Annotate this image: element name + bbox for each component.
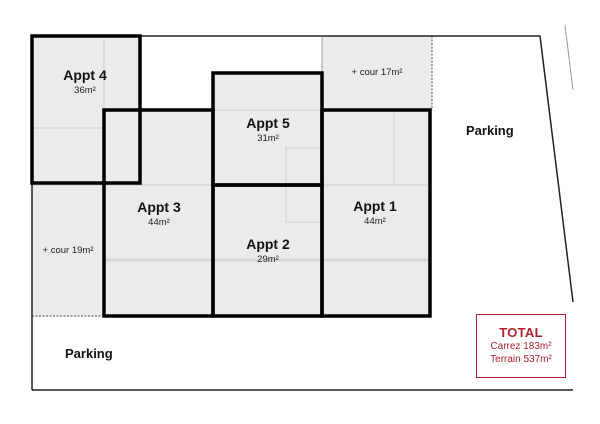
neighbor-boundary-line bbox=[564, 24, 574, 91]
lot-boundary bbox=[31, 35, 574, 391]
appt-5-label: Appt 5 31m² bbox=[246, 115, 290, 144]
appt-1-walls bbox=[320, 108, 432, 318]
appt-1-label: Appt 1 44m² bbox=[353, 198, 397, 227]
courtyard-17-area bbox=[322, 36, 432, 110]
appt-3-area bbox=[104, 110, 213, 316]
parking-label-right: Parking bbox=[466, 123, 514, 138]
interior-grid-lines bbox=[32, 36, 430, 262]
appt-1-name: Appt 1 bbox=[353, 198, 397, 214]
courtyard-17-label: + cour 17m² bbox=[351, 67, 403, 78]
apartment-walls bbox=[30, 34, 432, 318]
appt-4-name: Appt 4 bbox=[63, 67, 107, 83]
total-title: TOTAL bbox=[499, 325, 543, 340]
appt-4-area-value: 36m² bbox=[74, 85, 96, 96]
appt-2-area bbox=[213, 185, 322, 316]
total-summary-box: TOTAL Carrez 183m² Terrain 537m² bbox=[476, 314, 566, 378]
appt-2-name: Appt 2 bbox=[246, 236, 290, 252]
appt-5-name: Appt 5 bbox=[246, 115, 290, 131]
appt-3-name: Appt 3 bbox=[137, 199, 181, 215]
appt-3-area-value: 44m² bbox=[148, 217, 170, 228]
appt-1-area bbox=[322, 110, 430, 316]
courtyard-19-label: + cour 19m² bbox=[42, 245, 94, 256]
appt-2-label: Appt 2 29m² bbox=[246, 236, 290, 265]
appt-5-area-value: 31m² bbox=[257, 133, 279, 144]
appt-1-area-value: 44m² bbox=[364, 216, 386, 227]
total-terrain: Terrain 537m² bbox=[490, 354, 552, 365]
parking-label-bottom: Parking bbox=[65, 346, 113, 361]
appt-3-label: Appt 3 44m² bbox=[137, 199, 181, 228]
appt-4-label: Appt 4 36m² bbox=[63, 67, 107, 96]
total-carrez: Carrez 183m² bbox=[490, 341, 552, 352]
courtyard-19-area bbox=[32, 183, 104, 316]
appt-5-area bbox=[213, 73, 322, 185]
appt-2-area-value: 29m² bbox=[257, 254, 279, 265]
